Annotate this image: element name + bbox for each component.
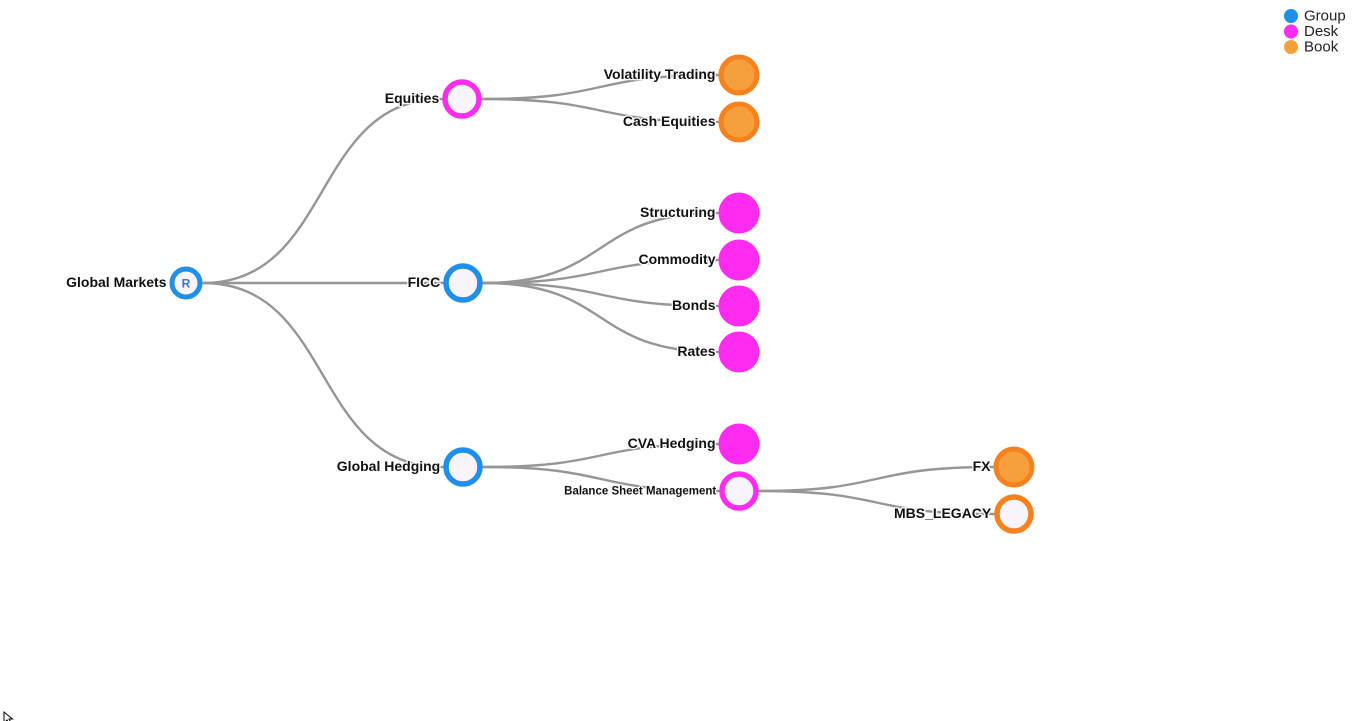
edge-balance-sheet-management-to-mbs-legacy xyxy=(757,489,996,516)
edge-ficc-to-commodity xyxy=(481,258,720,285)
node-commodity[interactable] xyxy=(718,239,760,281)
node-label-balance-sheet-management: Balance Sheet Management xyxy=(564,486,716,498)
node-label-bonds: Bonds xyxy=(672,297,716,313)
node-label-global-hedging: Global Hedging xyxy=(337,458,440,474)
node-label-mbs-legacy: MBS_LEGACY xyxy=(894,505,992,521)
node-label-equities: Equities xyxy=(385,90,440,106)
node-label-volatility-trading: Volatility Trading xyxy=(604,66,716,82)
node-circle-fx[interactable] xyxy=(993,446,1035,488)
node-structuring[interactable] xyxy=(718,192,760,234)
edge-equities-to-cash-equities xyxy=(480,97,720,124)
node-mbs-legacy[interactable] xyxy=(994,494,1034,534)
legend-label-book: Book xyxy=(1304,38,1339,55)
node-label-cva-hedging: CVA Hedging xyxy=(628,435,716,451)
legend-item-desk[interactable]: Desk xyxy=(1284,23,1339,40)
node-equities[interactable] xyxy=(442,79,482,119)
edge-ficc-to-bonds xyxy=(481,281,720,308)
mouse-cursor xyxy=(3,710,14,721)
node-bonds[interactable] xyxy=(718,285,760,327)
node-cva-hedging[interactable] xyxy=(718,423,760,465)
node-label-ficc: FICC xyxy=(408,274,441,290)
node-circle-structuring[interactable] xyxy=(718,192,760,234)
node-circle-commodity[interactable] xyxy=(718,239,760,281)
legend-label-group: Group xyxy=(1304,7,1346,24)
node-global-hedging[interactable] xyxy=(443,447,483,487)
node-label-commodity: Commodity xyxy=(639,251,716,267)
node-circle-equities[interactable] xyxy=(442,79,482,119)
node-label-rates: Rates xyxy=(677,343,715,359)
node-circle-bonds[interactable] xyxy=(718,285,760,327)
node-circle-ficc[interactable] xyxy=(443,263,483,303)
node-label-structuring: Structuring xyxy=(640,204,715,220)
edge-global-hedging-to-balance-sheet-management xyxy=(481,465,721,493)
nodes-layer[interactable]: R xyxy=(169,54,1035,534)
node-circle-balance-sheet-management[interactable] xyxy=(719,471,759,511)
edge-global-hedging-to-cva-hedging xyxy=(481,442,720,469)
legend-marker-book-icon xyxy=(1284,40,1298,54)
node-glyph-global-markets: R xyxy=(182,277,191,291)
node-balance-sheet-management[interactable] xyxy=(719,471,759,511)
node-circle-cash-equities[interactable] xyxy=(718,101,760,143)
node-cash-equities[interactable] xyxy=(718,101,760,143)
node-circle-global-hedging[interactable] xyxy=(443,447,483,487)
legend-item-book[interactable]: Book xyxy=(1284,38,1339,55)
node-circle-global-markets[interactable] xyxy=(169,266,203,300)
node-rates[interactable] xyxy=(718,331,760,373)
node-circle-cva-hedging[interactable] xyxy=(718,423,760,465)
node-label-cash-equities: Cash Equities xyxy=(623,113,716,129)
edge-ficc-to-rates xyxy=(481,281,720,354)
node-global-markets[interactable]: R xyxy=(169,266,203,300)
edges-layer xyxy=(201,73,996,516)
node-volatility-trading[interactable] xyxy=(718,54,760,96)
edge-global-markets-to-equities xyxy=(201,97,444,285)
cursor-pointer-icon xyxy=(3,710,14,721)
edge-global-markets-to-global-hedging xyxy=(201,281,445,469)
legend-label-desk: Desk xyxy=(1304,23,1339,40)
node-fx[interactable] xyxy=(993,446,1035,488)
node-circle-mbs-legacy[interactable] xyxy=(994,494,1034,534)
legend-marker-group-icon xyxy=(1284,9,1298,23)
node-circle-volatility-trading[interactable] xyxy=(718,54,760,96)
legend-marker-desk-icon xyxy=(1284,24,1298,39)
node-label-fx: FX xyxy=(973,458,992,474)
edge-ficc-to-structuring xyxy=(481,211,720,285)
node-label-global-markets: Global Markets xyxy=(66,274,167,290)
edge-equities-to-volatility-trading xyxy=(480,73,720,101)
node-ficc[interactable] xyxy=(443,263,483,303)
edge-balance-sheet-management-to-fx xyxy=(757,465,995,493)
node-circle-rates[interactable] xyxy=(718,331,760,373)
legend-item-group[interactable]: Group xyxy=(1284,7,1346,24)
